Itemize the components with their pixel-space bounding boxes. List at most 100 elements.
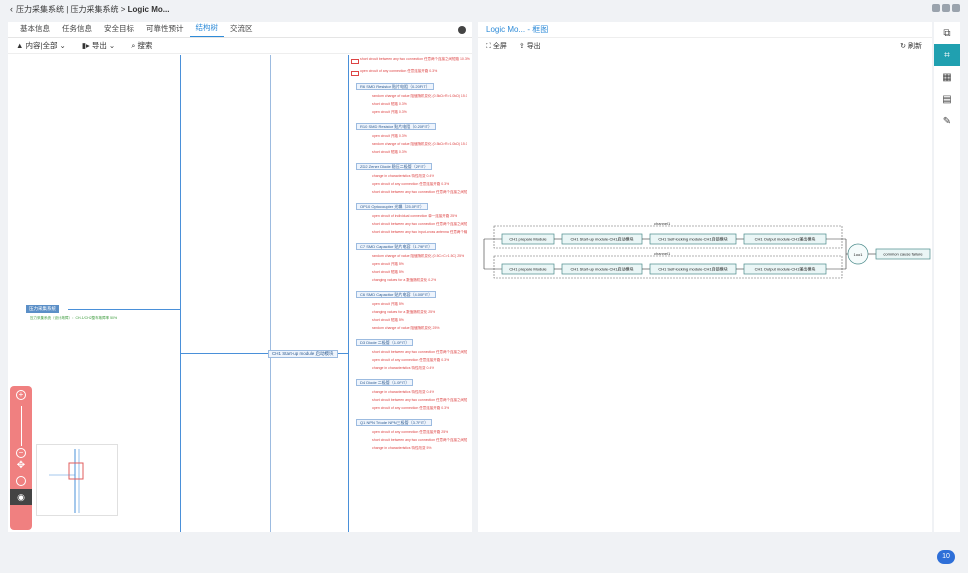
- failure-mode[interactable]: short circuit between any two connection…: [372, 438, 467, 442]
- tree-connector: [270, 55, 271, 532]
- failure-mode[interactable]: short circuit 短路 0.3%: [372, 150, 407, 154]
- failure-mode[interactable]: open circuit of any connection 任意连接开路 0.…: [372, 358, 450, 362]
- failure-mode[interactable]: short circuit between any two connection…: [372, 350, 467, 354]
- failure-mode[interactable]: changing values for a 数值随机变化 0.2%: [372, 278, 437, 282]
- tab-basic-info[interactable]: 基本信息: [20, 24, 50, 33]
- tree-connector: [180, 55, 181, 532]
- breadcrumb-path[interactable]: 压力采集系统 | 压力采集系统 >: [16, 4, 126, 14]
- failure-mode[interactable]: change in characteristics 特性改变 0.4%: [372, 390, 435, 394]
- tree-root-node[interactable]: 压力采集系统: [26, 305, 59, 313]
- tab-task-info[interactable]: 任务信息: [62, 24, 92, 33]
- structure-tree-panel: 基本信息 任务信息 安全目标 可靠性预计 结构树 交流区 ▲ 内容|全部 ⌄ ▮…: [8, 22, 472, 532]
- component-node[interactable]: R10 SMD Resistor 贴片电阻（0.20FIT）: [356, 123, 437, 130]
- grid-icon[interactable]: ▦: [942, 71, 952, 83]
- search-icon: ⌕: [131, 41, 136, 50]
- failure-mode[interactable]: random change of value 阻值随机变化 25%: [372, 326, 440, 330]
- block-diagram-panel: Logic Mo... - 框图 ⛶ 全屏 ⇪ 导出 ↻ 刷新 channel1…: [478, 22, 932, 532]
- minimap[interactable]: [36, 444, 118, 516]
- failure-mode[interactable]: short circuit between any two input-cros…: [372, 230, 467, 234]
- eye-icon[interactable]: ◉: [10, 489, 32, 505]
- failure-mode[interactable]: open circuit of any connection 任意连接开路 0.…: [350, 69, 438, 76]
- component-node[interactable]: Q1 NPN Triode NPN三极管（3.7FIT）: [356, 419, 433, 426]
- zoom-out-icon[interactable]: −: [16, 448, 26, 458]
- search-button[interactable]: ⌕ 搜索: [131, 40, 152, 51]
- zoom-in-icon[interactable]: +: [16, 390, 26, 400]
- failure-mode[interactable]: random change of value 阻值随机变化 (0.5kΩ>R>1…: [372, 94, 467, 98]
- ccf-label: common cause failure: [883, 252, 923, 257]
- tree-module-node[interactable]: CH1 Start-up module 启动模块: [268, 350, 338, 358]
- tree-canvas[interactable]: 压力采集系统 压力采集系统（设计故障）：CH-1/CH2整车故障率 50% CH…: [8, 55, 472, 532]
- breadcrumb-current: Logic Mo...: [127, 4, 170, 14]
- failure-mode[interactable]: changing values for a 数值随机变化 25%: [372, 310, 436, 314]
- component-node[interactable]: D4 Diode 二极管（1.0FIT）: [356, 379, 414, 386]
- fullscreen-label: 全屏: [492, 43, 507, 50]
- failure-mode[interactable]: change in characteristics 特性改变 0.4%: [372, 366, 435, 370]
- failure-mode[interactable]: open circuit of any connection 任意连接开路 0.…: [372, 182, 450, 186]
- window-next-icon[interactable]: [952, 4, 960, 12]
- diagram-block-label: CH1 prepare Module: [509, 267, 547, 272]
- component-node[interactable]: C7 SMD Capacitor 贴片电容（1.79FIT）: [356, 243, 437, 250]
- fullscreen-icon: ⛶: [486, 43, 491, 50]
- failure-mode[interactable]: open circuit 开路 0.3%: [372, 134, 407, 138]
- more-icon[interactable]: [458, 26, 466, 34]
- zoom-controls: + − ✥ ◉: [10, 386, 32, 530]
- failure-mode[interactable]: open circuit 开路 0.3%: [372, 110, 407, 114]
- window-controls: [932, 4, 960, 12]
- failure-mode[interactable]: open circuit 开路 5%: [372, 262, 404, 266]
- channel-frame: [493, 255, 843, 279]
- ccf-block[interactable]: [875, 248, 931, 260]
- minimap-preview: [49, 449, 84, 513]
- content-filter-label: 内容|全部: [25, 41, 58, 50]
- export-menu[interactable]: ▮▸ 导出 ⌄: [81, 41, 116, 50]
- channel-label: channel1: [654, 251, 671, 256]
- failure-mode[interactable]: random change of value 阻值随机变化 (0.5C>C>1.…: [372, 254, 465, 258]
- failure-mode[interactable]: short circuit between any two connection…: [372, 398, 467, 402]
- edit-icon[interactable]: ✎: [942, 115, 952, 127]
- refresh-button[interactable]: ↻ 刷新: [900, 41, 922, 51]
- failure-mode[interactable]: short circuit between any two connection…: [372, 222, 467, 226]
- tree-connector: [334, 353, 348, 354]
- failure-mode[interactable]: open circuit of individual connection 单一…: [372, 214, 458, 218]
- refresh-label: 刷新: [908, 43, 922, 50]
- diagram-block-label: CH1 Self-locking module-CH1自锁模块: [658, 236, 727, 242]
- block-diagram-icon[interactable]: ⌗: [934, 44, 960, 66]
- document-icon[interactable]: ▤: [942, 93, 952, 105]
- tab-safety-goal[interactable]: 安全目标: [104, 24, 134, 33]
- tab-bar: 基本信息 任务信息 安全目标 可靠性预计 结构树 交流区: [8, 22, 472, 38]
- component-node[interactable]: C6 SMD Capacitor 贴片电容（4.00FIT）: [356, 291, 437, 298]
- component-node[interactable]: OP10 Optocoupler 光耦（25.0FIT）: [356, 203, 429, 210]
- component-node[interactable]: R6 SMD Resistor 贴片电阻（0.20FIT）: [356, 83, 434, 90]
- tab-structure-tree[interactable]: 结构树: [189, 22, 224, 37]
- fit-icon[interactable]: [16, 476, 26, 486]
- window-prev-icon[interactable]: [932, 4, 940, 12]
- failure-mode[interactable]: change in characteristics 特性改变 0.4%: [372, 174, 435, 178]
- export-button[interactable]: ⇪ 导出: [519, 41, 541, 51]
- failure-mode[interactable]: open circuit of any connection 任意连接开路 25…: [372, 430, 449, 434]
- window-layout-icon[interactable]: [942, 4, 950, 12]
- tab-discussion[interactable]: 交流区: [230, 24, 253, 33]
- cube-icon[interactable]: ⧉: [943, 27, 951, 39]
- move-icon[interactable]: ✥: [16, 460, 26, 471]
- content-filter[interactable]: ▲ 内容|全部 ⌄: [16, 41, 66, 50]
- failure-mode[interactable]: short circuit 短路 0.3%: [372, 102, 407, 106]
- notification-badge[interactable]: 10: [937, 550, 955, 564]
- failure-mode[interactable]: short circuit between any two connection…: [351, 57, 470, 64]
- diagram-block-label: CH1 Output module-CH1输出模块: [755, 266, 816, 272]
- fullscreen-button[interactable]: ⛶ 全屏: [486, 41, 507, 51]
- failure-mode[interactable]: open circuit 开路 5%: [372, 302, 404, 306]
- right-sidebar: ⧉ ⌗ ▦ ▤ ✎: [934, 22, 960, 532]
- component-node[interactable]: D3 Diode 二极管（1.0FIT）: [356, 339, 414, 346]
- tab-reliability[interactable]: 可靠性预计: [146, 24, 184, 33]
- failure-mode[interactable]: open circuit of any connection 任意连接开路 0.…: [372, 406, 450, 410]
- failure-mode[interactable]: change in characteristics 特性改变 5%: [372, 446, 432, 450]
- chevron-left-icon[interactable]: ‹: [10, 4, 13, 14]
- channel-frame: [493, 225, 843, 249]
- failure-mode[interactable]: short circuit 短路 5%: [372, 270, 404, 274]
- failure-mode[interactable]: short circuit 短路 5%: [372, 318, 404, 322]
- diagram-block-label: CH1 Output module-CH1输出模块: [755, 236, 816, 242]
- failure-mode[interactable]: random change of value 阻值随机变化 (0.5kΩ>R>1…: [372, 142, 467, 146]
- zoom-slider[interactable]: [20, 406, 22, 446]
- component-node[interactable]: ZD2 Zener Diode 稳压二极管（2FIT）: [356, 163, 433, 170]
- failure-mode[interactable]: short circuit between any two connection…: [372, 190, 467, 194]
